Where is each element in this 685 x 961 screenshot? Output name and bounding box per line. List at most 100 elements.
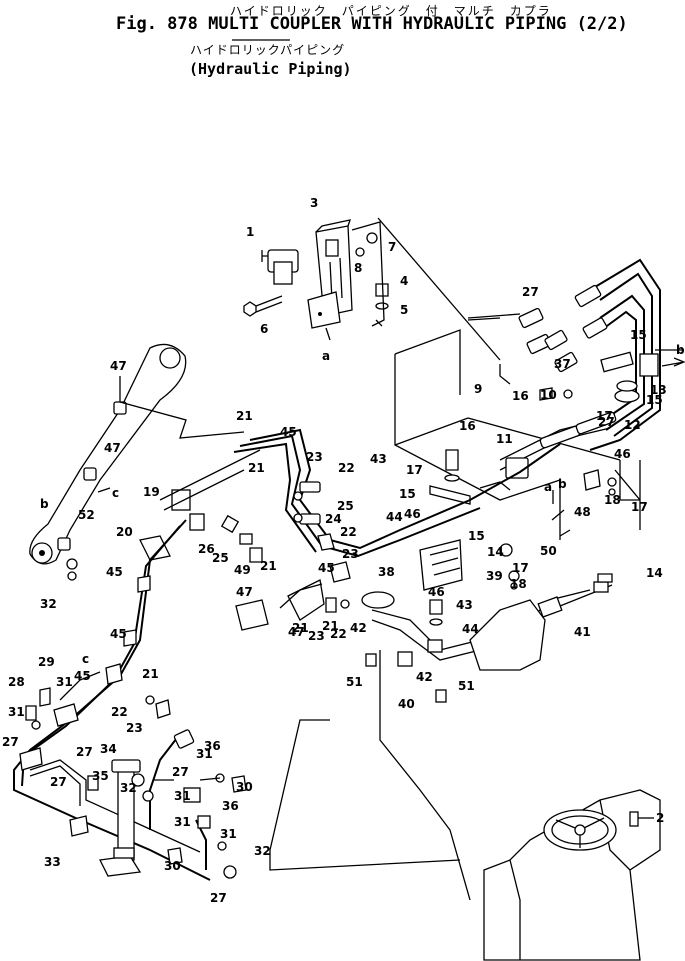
callout-21: 21 xyxy=(142,667,159,681)
callout-37: 37 xyxy=(554,357,571,371)
callout-42: 42 xyxy=(416,670,433,684)
callout-21: 21 xyxy=(322,619,339,633)
callout-50: 50 xyxy=(540,544,557,558)
callout-18: 18 xyxy=(510,577,527,591)
callout-32: 32 xyxy=(40,597,57,611)
callout-31: 31 xyxy=(8,705,25,719)
callout-6: 6 xyxy=(260,322,268,336)
callout-47: 47 xyxy=(104,441,121,455)
mid-left-parts xyxy=(139,449,351,631)
callout-b: b xyxy=(558,477,567,491)
callout-23: 23 xyxy=(306,450,323,464)
callout-45: 45 xyxy=(280,425,297,439)
callout-30: 30 xyxy=(236,780,253,794)
callout-43: 43 xyxy=(456,598,473,612)
callout-36: 36 xyxy=(222,799,239,813)
callout-22: 22 xyxy=(111,705,128,719)
callout-45: 45 xyxy=(110,627,127,641)
callout-c: c xyxy=(112,486,119,500)
callout-51: 51 xyxy=(458,679,475,693)
cab-frame-lines xyxy=(269,217,641,901)
callout-32: 32 xyxy=(120,781,137,795)
callout-30: 30 xyxy=(164,859,181,873)
callout-45: 45 xyxy=(106,565,123,579)
callout-27: 27 xyxy=(522,285,539,299)
callout-21: 21 xyxy=(236,409,253,423)
boom-arm xyxy=(29,343,187,581)
callout-27: 27 xyxy=(76,745,93,759)
callout-27: 27 xyxy=(210,891,227,905)
callout-43: 43 xyxy=(370,452,387,466)
callout-18: 18 xyxy=(604,493,621,507)
center-hose-assembly xyxy=(233,428,613,703)
callout-7: 7 xyxy=(388,240,396,254)
callout-a: a xyxy=(322,349,330,363)
callout-17: 17 xyxy=(406,463,423,477)
callout-47: 47 xyxy=(110,359,127,373)
callout-17: 17 xyxy=(631,500,648,514)
callout-52: 52 xyxy=(78,508,95,522)
callout-14: 14 xyxy=(487,545,504,559)
callout-2: 2 xyxy=(656,811,664,825)
callout-31: 31 xyxy=(220,827,237,841)
callout-48: 48 xyxy=(574,505,591,519)
callout-31: 31 xyxy=(174,789,191,803)
lower-left-piping xyxy=(13,519,247,881)
mid-right-parts xyxy=(429,387,617,505)
callout-21: 21 xyxy=(248,461,265,475)
callout-21: 21 xyxy=(292,621,309,635)
callout-31: 31 xyxy=(56,675,73,689)
callout-3: 3 xyxy=(310,196,318,210)
callout-17: 17 xyxy=(596,409,613,423)
callout-1: 1 xyxy=(246,225,254,239)
callout-31: 31 xyxy=(196,747,213,761)
callout-24: 24 xyxy=(325,512,342,526)
steering-console xyxy=(483,789,661,961)
callout-31: 31 xyxy=(174,815,191,829)
callout-15: 15 xyxy=(646,393,663,407)
callout-25: 25 xyxy=(337,499,354,513)
callout-26: 26 xyxy=(198,542,215,556)
callout-42: 42 xyxy=(350,621,367,635)
callout-17: 17 xyxy=(512,561,529,575)
callout-46: 46 xyxy=(404,507,421,521)
callout-51: 51 xyxy=(346,675,363,689)
callout-33: 33 xyxy=(44,855,61,869)
callout-45: 45 xyxy=(318,561,335,575)
callout-20: 20 xyxy=(116,525,133,539)
callout-b: b xyxy=(676,343,685,357)
callout-38: 38 xyxy=(378,565,395,579)
callout-12: 12 xyxy=(624,418,641,432)
callout-39: 39 xyxy=(486,569,503,583)
callout-27: 27 xyxy=(598,415,615,429)
english-subtitle: (Hydraulic Piping) xyxy=(189,60,352,78)
japanese-title: ハイドロリック パイピング 付 マルチ カプラ xyxy=(230,4,552,18)
callout-15: 15 xyxy=(468,529,485,543)
callout-35: 35 xyxy=(92,769,109,783)
coupler-group xyxy=(518,284,685,377)
figure-title: Fig. 878 MULTI COUPLER WITH HYDRAULIC PI… xyxy=(116,14,628,34)
callout-a: a xyxy=(544,480,552,494)
callout-28: 28 xyxy=(8,675,25,689)
callout-49: 49 xyxy=(234,563,251,577)
callout-c: c xyxy=(82,652,89,666)
callout-22: 22 xyxy=(338,461,355,475)
callout-19: 19 xyxy=(143,485,160,499)
callout-8: 8 xyxy=(354,261,362,275)
callout-46: 46 xyxy=(614,447,631,461)
callout-29: 29 xyxy=(38,655,55,669)
callout-34: 34 xyxy=(100,742,117,756)
callout-b: b xyxy=(40,497,49,511)
callout-21: 21 xyxy=(260,559,277,573)
callout-23: 23 xyxy=(342,547,359,561)
callout-41: 41 xyxy=(574,625,591,639)
callout-22: 22 xyxy=(340,525,357,539)
callout-16: 16 xyxy=(512,389,529,403)
leader-lines xyxy=(97,327,684,504)
callout-44: 44 xyxy=(462,622,479,636)
callout-47: 47 xyxy=(288,625,305,639)
callout-25: 25 xyxy=(212,551,229,565)
callout-27: 27 xyxy=(50,775,67,789)
